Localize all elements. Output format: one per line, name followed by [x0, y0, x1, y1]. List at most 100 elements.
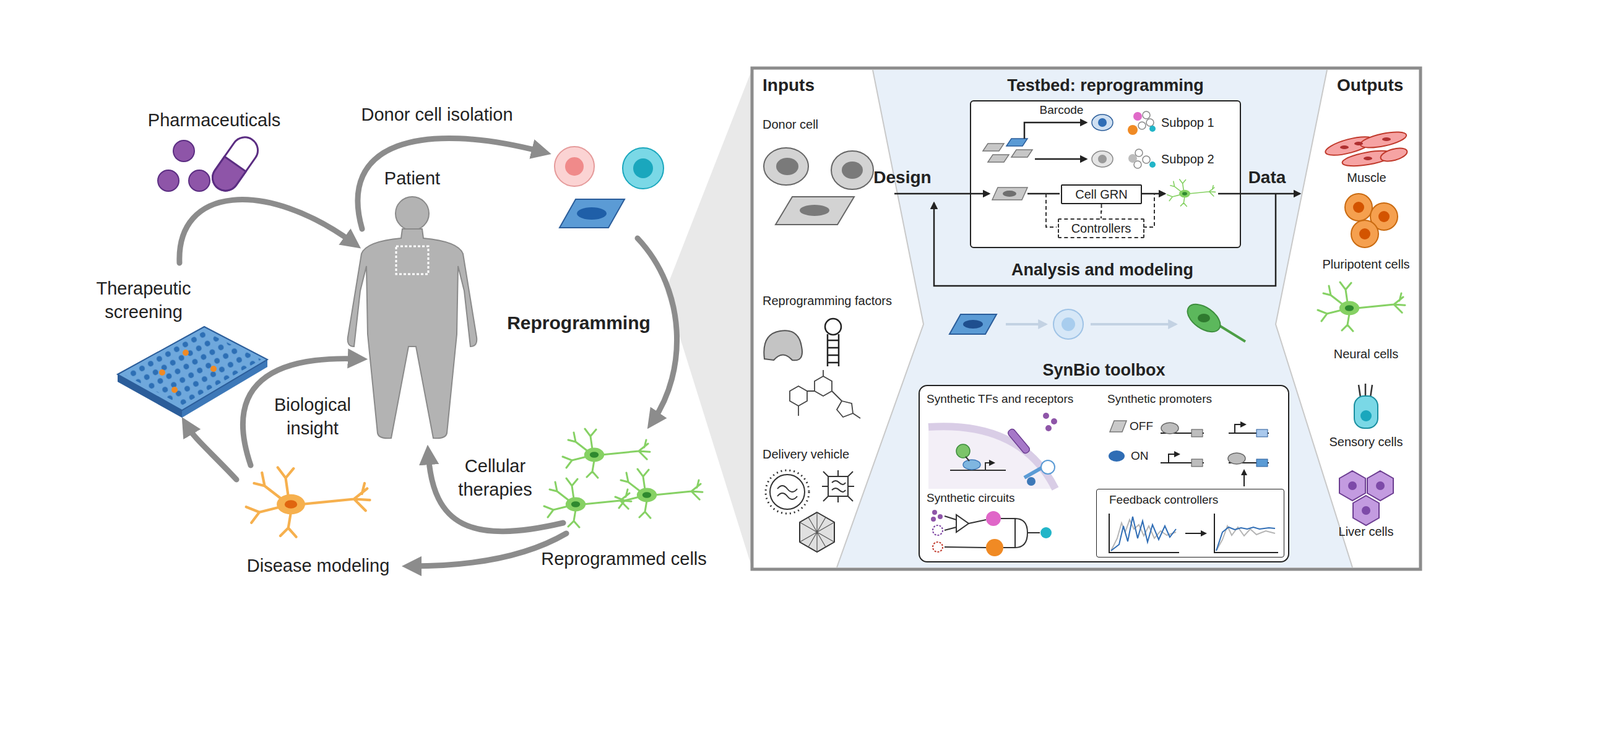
output-icons-part — [1367, 471, 1394, 501]
synbio-drawing-part — [1216, 527, 1276, 551]
well-plate-part — [182, 349, 189, 356]
output-icons-part — [1317, 282, 1406, 332]
transition-row-part — [1005, 323, 1047, 326]
testbed-drawing-part — [1091, 151, 1113, 168]
label-text: Barcode — [1039, 102, 1084, 119]
donor-cells-part — [554, 146, 595, 187]
panel-part — [752, 68, 1421, 570]
input-icons-part — [825, 318, 842, 335]
well-plate — [117, 326, 268, 418]
input-icons-part — [799, 512, 835, 553]
pharmaceuticals-icon — [157, 132, 264, 197]
pharmaceuticals-icon-part — [157, 170, 179, 192]
pharmaceuticals-icon-part — [207, 132, 263, 197]
label-text: Design — [873, 166, 931, 189]
testbed-drawing-part — [1098, 118, 1107, 127]
input-icons-part — [763, 147, 809, 186]
donor-cells-part — [559, 199, 625, 228]
output-icons-part — [1340, 145, 1349, 150]
label-text: Pharmaceuticals — [147, 108, 281, 133]
output-icons-part — [1339, 471, 1394, 526]
synbio-drawing-part — [956, 444, 970, 459]
transition-row-part — [1053, 309, 1084, 340]
synbio-drawing-part — [932, 542, 943, 553]
label-text: Liver cells — [1338, 523, 1394, 540]
testbed-drawing-part — [1002, 190, 1017, 197]
testbed-drawing-part — [992, 187, 1028, 200]
input-icons-part — [777, 485, 798, 500]
label-text: Outputs — [1336, 74, 1404, 97]
label-text: Subpop 2 — [1161, 151, 1215, 168]
panel-part — [836, 69, 924, 568]
neurons-part — [544, 478, 632, 528]
input-icons-part — [789, 370, 861, 419]
process-box: Cell GRN — [1060, 184, 1142, 205]
output-icons-part — [1353, 495, 1380, 526]
label-text: Analysis and modeling — [1011, 259, 1194, 282]
patient-figure-part — [396, 246, 429, 275]
synbio-drawing-part — [1168, 454, 1180, 463]
synbio-drawing-part — [1191, 459, 1203, 467]
testbed-drawing-part — [1133, 112, 1142, 121]
testbed-drawing-part — [1140, 193, 1165, 195]
transition-row-part — [949, 314, 997, 335]
input-icons-part — [841, 161, 863, 179]
connector — [1100, 204, 1103, 219]
pharmaceuticals-icon-part — [173, 140, 195, 162]
testbed-drawing-part — [1011, 149, 1033, 158]
donor-cells-part — [622, 147, 664, 189]
synbio-drawing-part — [1234, 424, 1246, 434]
testbed-drawing — [894, 111, 1300, 286]
synbio-drawing-part — [932, 525, 943, 536]
synbio-drawing-part — [928, 426, 1056, 489]
panel-part — [836, 69, 1353, 568]
synbio-drawing-part — [1042, 412, 1050, 420]
input-icons — [763, 147, 874, 553]
neurons-part — [615, 469, 703, 519]
testbed-drawing-part — [982, 143, 1004, 152]
output-icons-part — [1348, 481, 1357, 491]
synbio-drawing-part — [963, 459, 981, 470]
synbio-drawing-part — [928, 426, 1056, 489]
transition-row-part — [1090, 323, 1177, 326]
testbed-drawing-part — [1149, 161, 1156, 168]
testbed-drawing-part — [1167, 179, 1216, 207]
synbio-drawing-part — [1161, 422, 1179, 434]
node-text: Testbed: reprogramming — [1007, 75, 1204, 96]
cycle-arrows-part — [179, 199, 353, 264]
output-icons-part — [1375, 481, 1385, 491]
synbio-drawing-part — [1041, 460, 1055, 475]
testbed-drawing-part — [1138, 121, 1146, 130]
well-plate-part — [117, 326, 268, 411]
testbed-drawing-part — [894, 193, 990, 195]
neurons — [246, 428, 703, 538]
testbed-drawing-part — [1127, 125, 1138, 135]
well-plate-part — [123, 331, 262, 406]
cycle-arrows-part — [357, 138, 542, 230]
well-plate-part — [210, 365, 217, 372]
label-text: Reprogramming factors — [762, 292, 892, 309]
label-text: OFF — [1129, 419, 1154, 435]
group-box: Feedback controllers — [1096, 488, 1285, 558]
donor-cells — [554, 146, 664, 228]
input-icons-part — [828, 476, 848, 497]
output-icons-part — [1358, 383, 1373, 398]
synbio-drawing-part — [1216, 526, 1276, 551]
input-icons-part — [798, 370, 861, 419]
label-text: Delivery vehicle — [762, 446, 850, 463]
label-text: Synthetic TFs and receptors — [926, 391, 1074, 408]
process-box: Controllers — [1057, 218, 1145, 239]
output-icons-part — [1340, 137, 1391, 161]
label-text: Inputs — [762, 74, 815, 97]
label-text: Synthetic circuits — [926, 490, 1016, 507]
output-icons-part — [1353, 201, 1365, 213]
label-text: Muscle — [1346, 169, 1386, 186]
testbed-drawing-part — [1034, 158, 1087, 161]
synbio-drawing-part — [1160, 424, 1269, 487]
synbio-drawing-part — [1243, 470, 1245, 487]
testbed-drawing-part — [1142, 155, 1151, 164]
testbed-drawing-part — [1218, 193, 1300, 195]
label-text: Cellular therapies — [442, 454, 548, 502]
